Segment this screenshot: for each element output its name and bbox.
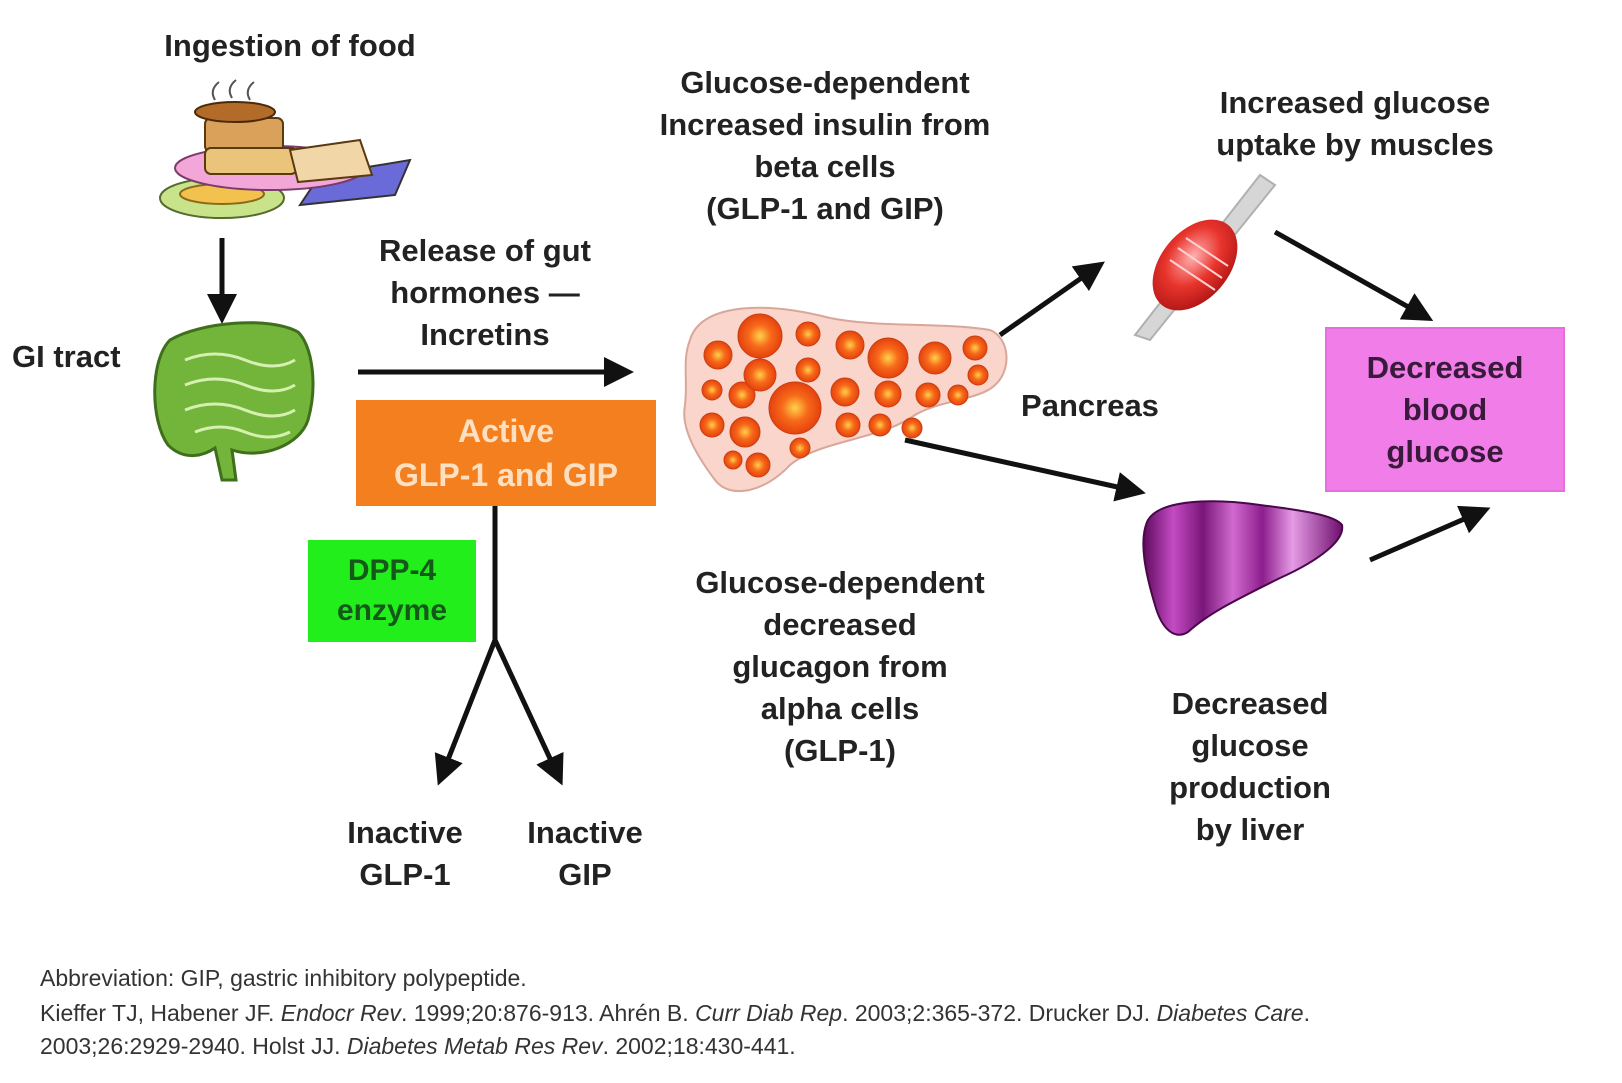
pancreas-label: Pancreas <box>1021 388 1159 423</box>
journal-name: Diabetes Care <box>1156 1000 1304 1026</box>
journal-name: Curr Diab Rep <box>695 1000 843 1026</box>
release-label: Release of gut hormones — Incretins <box>379 233 591 352</box>
gi-tract-label: GI tract <box>12 339 121 374</box>
reference-line-1: Kieffer TJ, Habener JF. Endocr Rev. 1999… <box>40 997 1310 1029</box>
liver-icon <box>1142 500 1344 636</box>
food-plate-icon <box>159 79 412 219</box>
citation-text: . 2002;18:430-441. <box>602 1033 796 1059</box>
active-glp1-gip-box: Active GLP-1 and GIP <box>356 400 656 506</box>
reference-line-2: 2003;26:2929-2940. Holst JJ. Diabetes Me… <box>40 1030 796 1062</box>
arrow-to-inactive-gip <box>492 638 564 786</box>
journal-name: Diabetes Metab Res Rev <box>346 1033 603 1059</box>
ingestion-label: Ingestion of food <box>164 28 416 63</box>
arrow-to-muscle <box>998 261 1105 338</box>
glucagon-label: Glucose-dependent decreased glucagon fro… <box>695 565 985 768</box>
arrow-to-inactive-glp1 <box>434 639 498 786</box>
insulin-label: Glucose-dependent Increased insulin from… <box>659 65 991 226</box>
muscle-icon <box>1133 173 1277 342</box>
citation-text: 2003;26:2929-2940. Holst JJ. <box>40 1033 347 1059</box>
abbreviation-note: Abbreviation: GIP, gastric inhibitory po… <box>40 965 527 991</box>
journal-name: Endocr Rev <box>280 1000 401 1026</box>
citation-text: . <box>1303 1000 1310 1026</box>
decreased-blood-glucose-box: Decreased blood glucose <box>1325 327 1565 492</box>
arrow-to-liver <box>904 437 1146 502</box>
liver-label: Decreased glucose production by liver <box>1169 686 1331 847</box>
citation-text: Kieffer TJ, Habener JF. <box>40 1000 281 1026</box>
pancreas-icon <box>683 306 1008 493</box>
arrow-liver-to-glucose <box>1369 505 1491 563</box>
inactive-glp1-label: Inactive GLP-1 <box>347 815 463 892</box>
dpp4-enzyme-box: DPP-4 enzyme <box>308 540 476 642</box>
inactive-gip-label: Inactive GIP <box>527 815 643 892</box>
citation-text: . 1999;20:876-913. Ahrén B. <box>400 1000 696 1026</box>
intestine-icon <box>153 321 315 482</box>
arrow-muscle-to-glucose <box>1273 229 1434 321</box>
muscle-label: Increased glucose uptake by muscles <box>1216 85 1494 162</box>
citation-text: . 2003;2:365-372. Drucker DJ. <box>842 1000 1157 1026</box>
